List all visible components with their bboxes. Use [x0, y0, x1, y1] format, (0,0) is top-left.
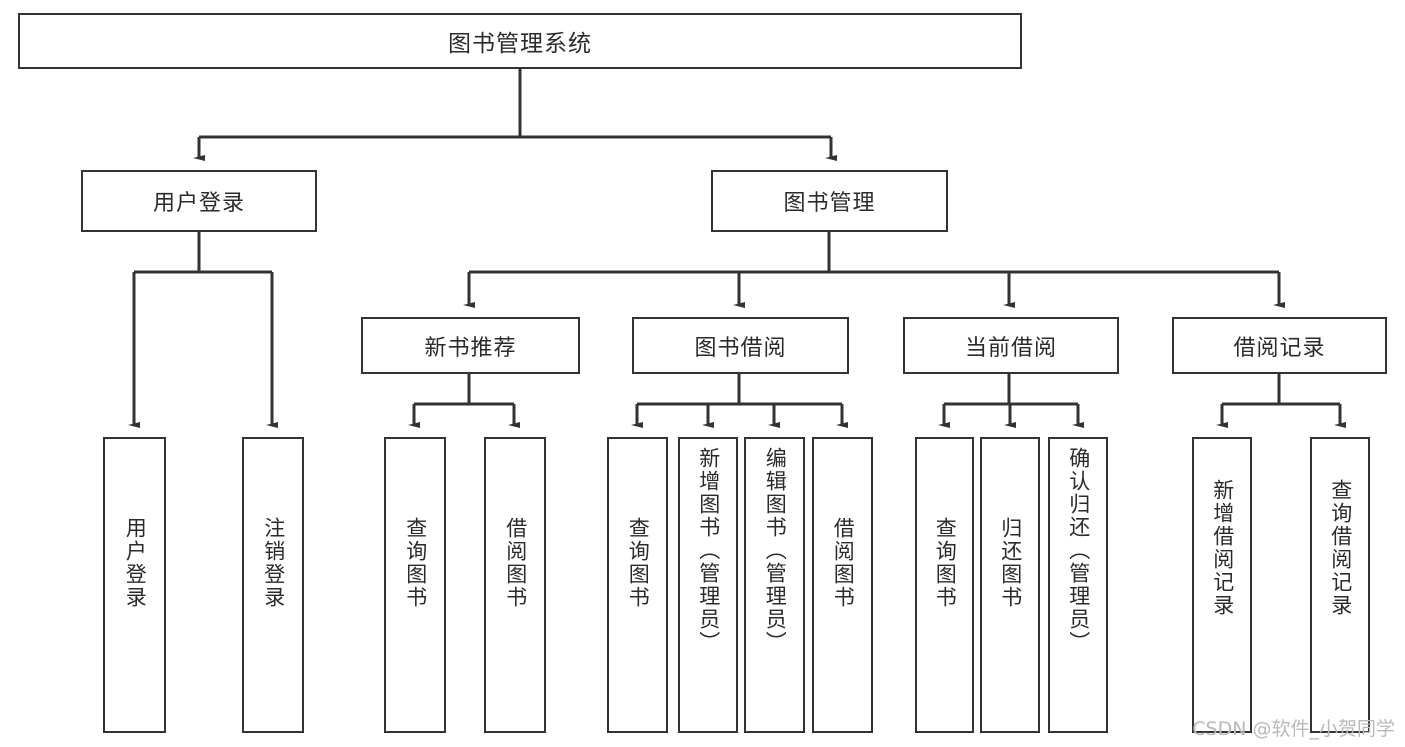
node-label: 新增图书（管理员）: [696, 447, 721, 654]
node-leaf-query-book-3[interactable]: 查询图书: [915, 437, 974, 733]
node-label: 借阅图书: [503, 517, 528, 609]
node-label: 图书管理: [783, 191, 876, 216]
node-leaf-add-book[interactable]: 新增图书（管理员）: [678, 437, 738, 733]
node-label: 新书推荐: [424, 335, 517, 361]
node-leaf-borrow-book-2[interactable]: 借阅图书: [812, 437, 873, 733]
node-label: 新增借阅记录: [1210, 479, 1235, 617]
node-root-system[interactable]: 图书管理系统: [18, 13, 1022, 69]
node-label: 图书管理系统: [448, 31, 592, 57]
node-leaf-logout-login[interactable]: 注销登录: [242, 437, 304, 733]
node-label: 归还图书: [998, 517, 1023, 609]
node-leaf-query-book-2[interactable]: 查询图书: [607, 437, 668, 733]
node-leaf-add-record[interactable]: 新增借阅记录: [1192, 437, 1252, 733]
node-user-login[interactable]: 用户登录: [81, 170, 317, 232]
node-book-borrow[interactable]: 图书借阅: [632, 317, 849, 374]
node-label: 查询图书: [626, 517, 651, 609]
node-new-book-recommend[interactable]: 新书推荐: [361, 317, 580, 374]
node-leaf-borrow-book-1[interactable]: 借阅图书: [484, 437, 546, 733]
node-label: 编辑图书（管理员）: [763, 447, 788, 654]
node-label: 用户登录: [152, 191, 245, 216]
node-book-manage[interactable]: 图书管理: [711, 170, 948, 232]
node-leaf-confirm-return[interactable]: 确认归还（管理员）: [1048, 437, 1108, 733]
node-label: 图书借阅: [694, 335, 787, 361]
node-leaf-return-book[interactable]: 归还图书: [980, 437, 1040, 733]
node-label: 确认归还（管理员）: [1066, 447, 1091, 654]
node-leaf-query-book-1[interactable]: 查询图书: [384, 437, 446, 733]
node-leaf-user-login[interactable]: 用户登录: [103, 437, 166, 733]
node-label: 当前借阅: [964, 335, 1057, 361]
node-current-borrow[interactable]: 当前借阅: [903, 317, 1119, 374]
node-label: 借阅图书: [831, 517, 856, 609]
node-label: 查询图书: [933, 517, 958, 609]
node-leaf-edit-book[interactable]: 编辑图书（管理员）: [744, 437, 805, 733]
node-label: 查询借阅记录: [1328, 479, 1353, 617]
node-borrow-record[interactable]: 借阅记录: [1172, 317, 1387, 374]
node-label: 用户登录: [123, 517, 148, 609]
watermark-text: CSDN @软件_小贺同学: [1192, 718, 1395, 740]
node-leaf-query-record[interactable]: 查询借阅记录: [1310, 437, 1370, 733]
node-label: 注销登录: [261, 517, 286, 609]
node-label: 借阅记录: [1233, 335, 1326, 361]
node-label: 查询图书: [403, 517, 428, 609]
